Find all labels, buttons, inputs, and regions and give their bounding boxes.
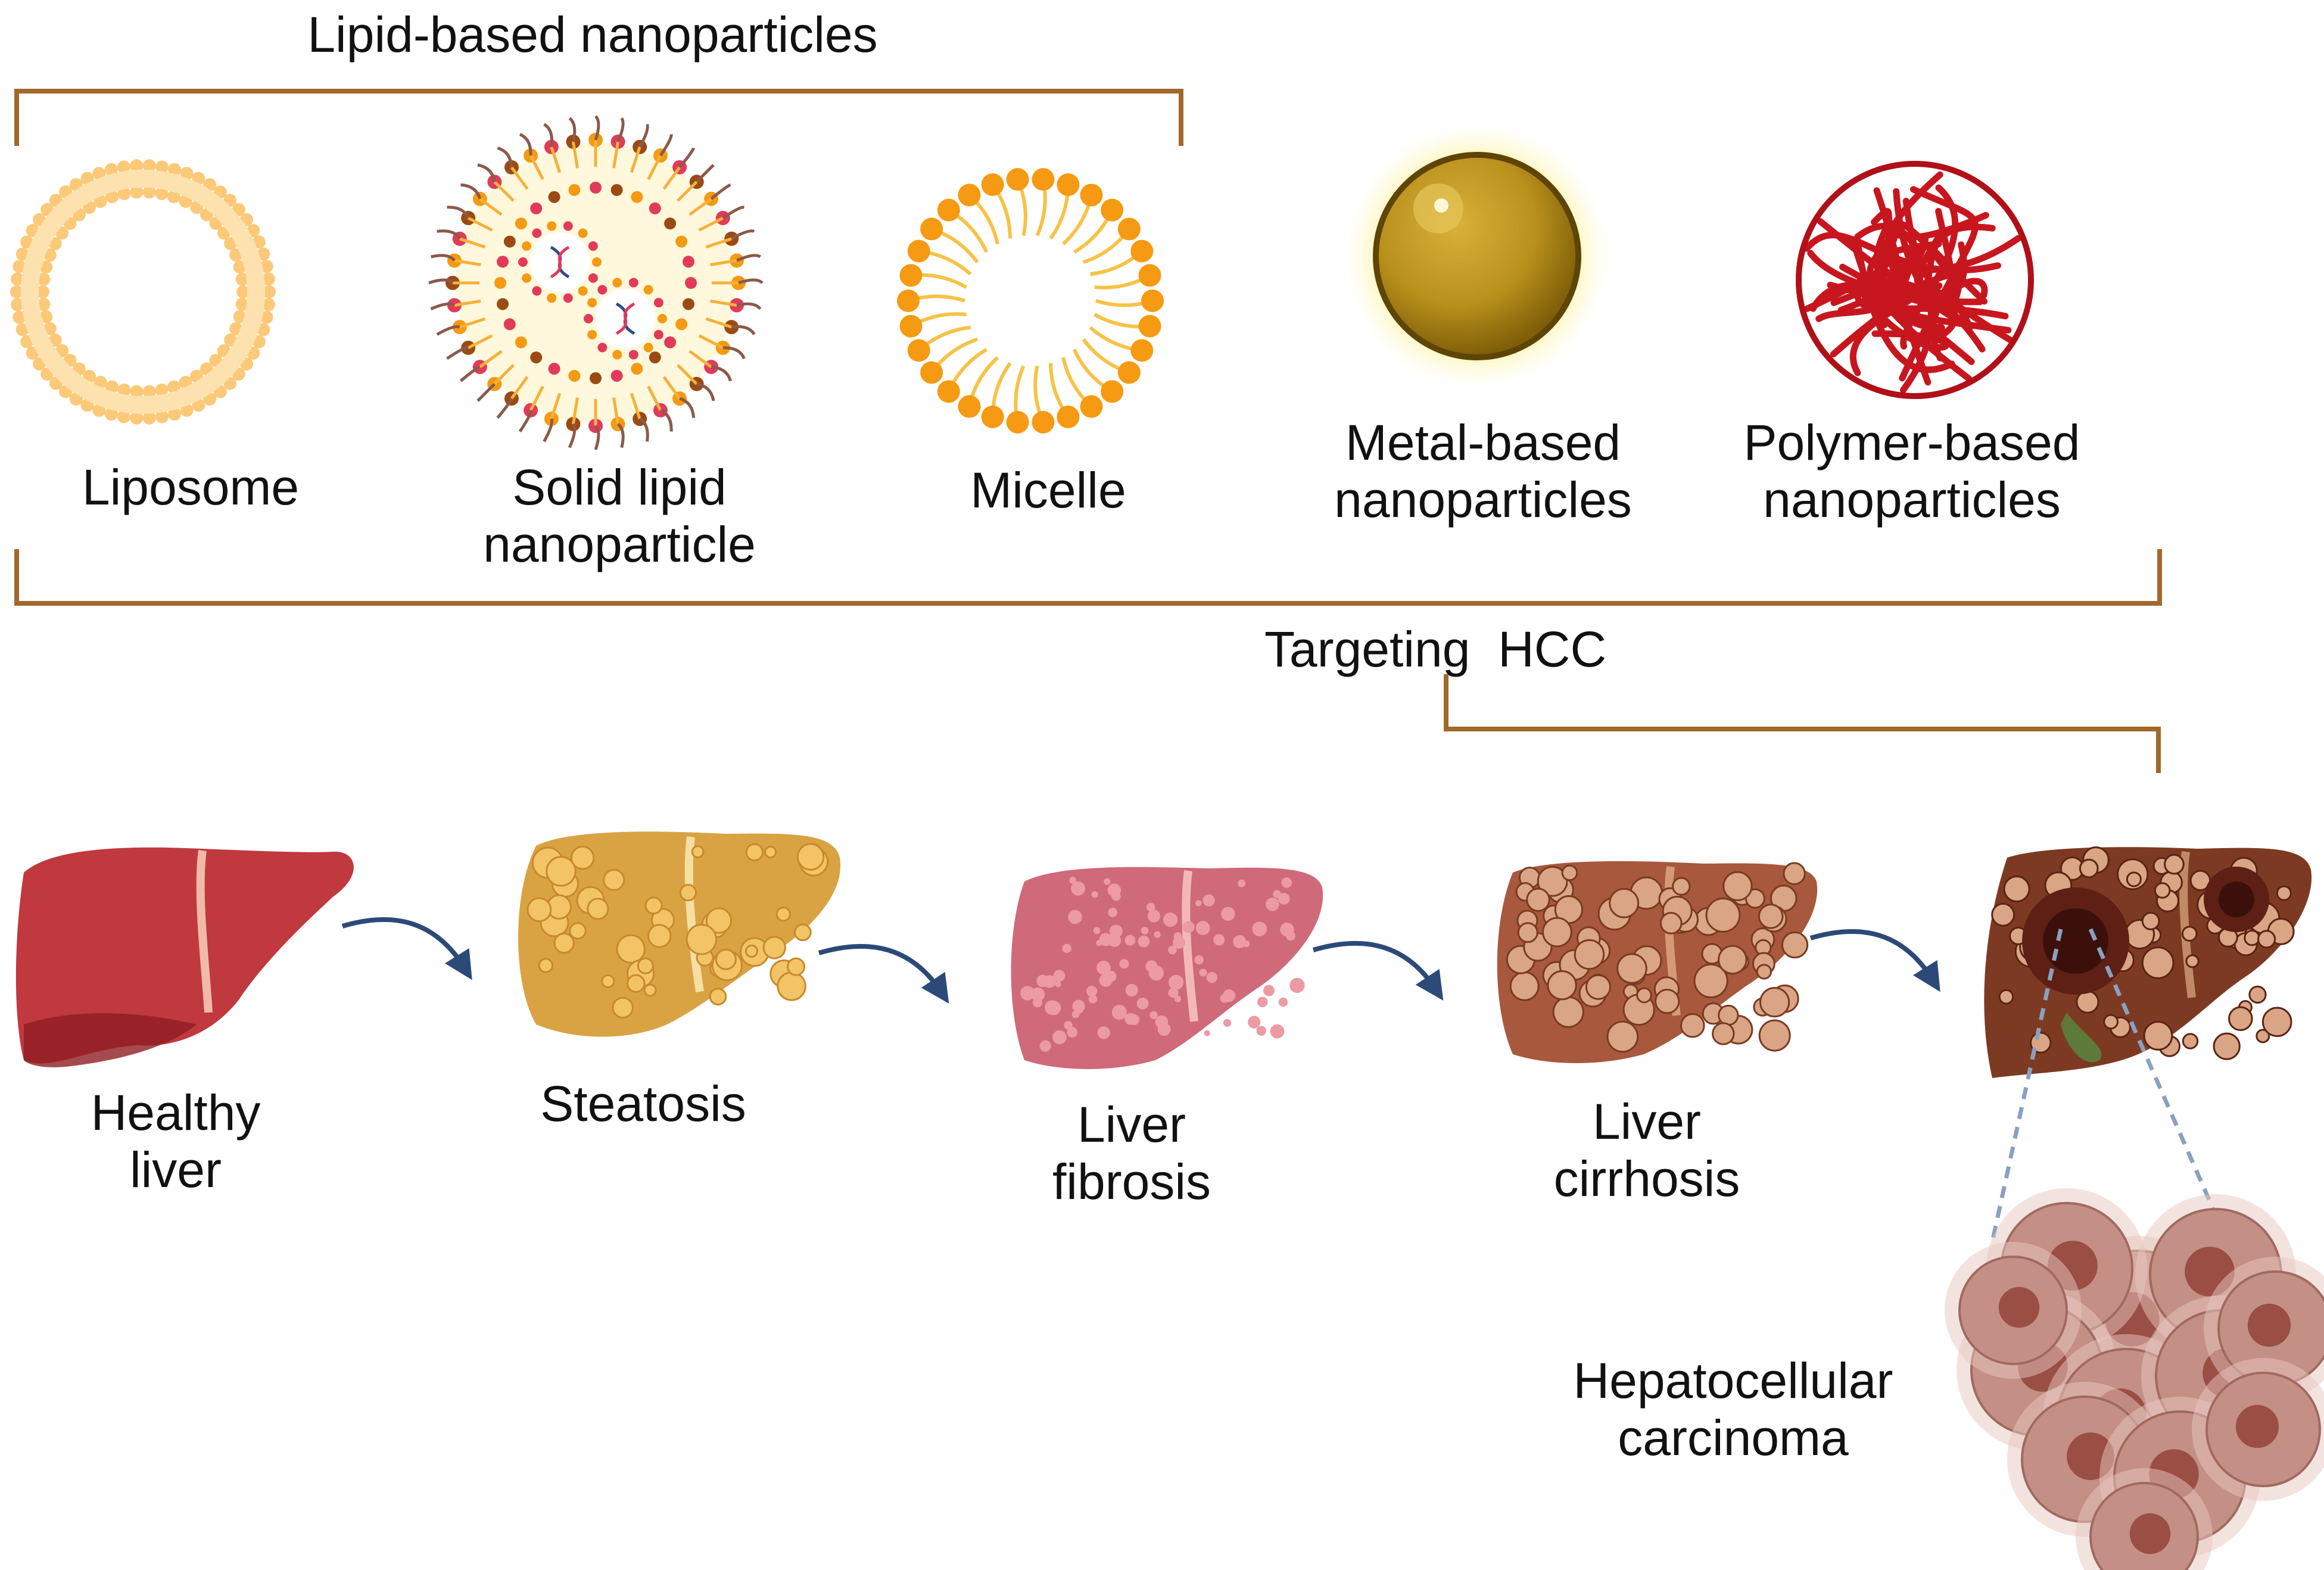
- cirrhosis-liver-illustration: [1497, 861, 1818, 1063]
- zoom-lines: [1990, 928, 2230, 1243]
- arrow-1: [341, 917, 472, 980]
- all-nanoparticles-bracket: [14, 549, 2162, 606]
- fibrosis-liver-illustration: [1011, 867, 1323, 1069]
- metal-nanoparticle-illustration: [1343, 122, 1611, 390]
- lipid-bracket: [14, 89, 1183, 146]
- polymer-nanoparticle-illustration: [1796, 161, 2034, 399]
- steatosis-liver-illustration: [518, 831, 841, 1037]
- arrow-3: [1312, 940, 1444, 1001]
- lipid-group-heading: Lipid-based nanoparticles: [307, 7, 878, 63]
- solid-lipid-nanoparticle-illustration: [428, 115, 764, 450]
- stage-label-steatosis: Steatosis: [540, 1076, 746, 1132]
- arrow-4: [1809, 929, 1940, 992]
- progression-arrows: [341, 917, 1940, 1004]
- arrow-2: [818, 943, 949, 1004]
- targeting-heading: Targeting HCC: [1264, 621, 1607, 677]
- hcc-liver-illustration: [1984, 846, 2312, 1078]
- liposome-illustration: [10, 159, 276, 425]
- targeting-bracket: [1444, 674, 2161, 773]
- nanoparticle-label-liposome: Liposome: [82, 459, 300, 515]
- hcc-cell-cluster-illustration: [1945, 1188, 2324, 1570]
- micelle-illustration: [897, 168, 1164, 434]
- healthy-liver-illustration: [15, 847, 354, 1067]
- nanoparticle-label-micelle: Micelle: [970, 462, 1126, 518]
